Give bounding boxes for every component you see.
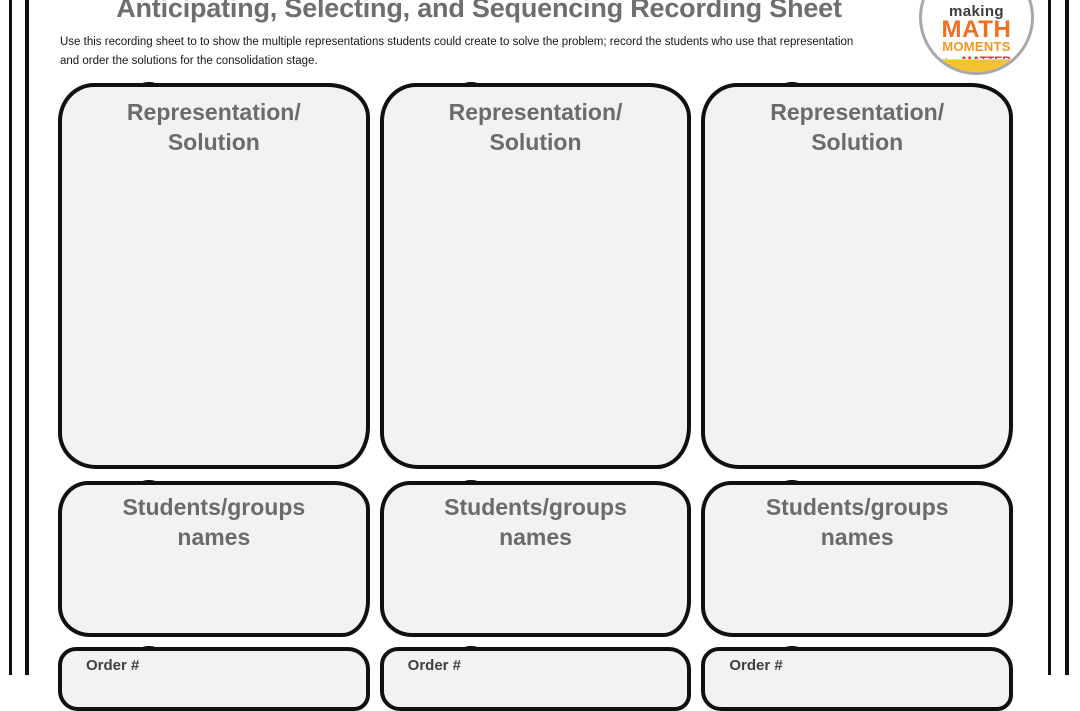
logo-word-making: making [949, 3, 1004, 20]
making-math-moments-logo: making MATH MOMENTS that MATTER makemath… [919, 0, 1034, 75]
students-groups-box: Students/groups names [701, 480, 1014, 637]
sheet-instructions: Use this recording sheet to to show the … [60, 33, 1050, 71]
students-label-line2: names [499, 524, 572, 550]
recording-columns: Representation/ Solution Students/groups… [58, 82, 1014, 711]
order-number-box: Order # [58, 646, 370, 711]
students-groups-label: Students/groups names [62, 492, 366, 552]
representation-solution-label: Representation/ Solution [62, 97, 366, 157]
logo-word-math: MATH [941, 16, 1012, 43]
column-1: Representation/ Solution Students/groups… [58, 82, 370, 711]
order-number-box: Order # [379, 646, 692, 711]
representation-label-line2: Solution [167, 129, 260, 155]
sheet-title: Anticipating, Selecting, and Sequencing … [116, 0, 842, 23]
order-number-label: Order # [86, 657, 140, 674]
students-groups-label: Students/groups names [705, 492, 1009, 552]
order-number-box: Order # [701, 646, 1014, 711]
representation-solution-box: Representation/ Solution [701, 82, 1014, 469]
page-border-outer-right [1065, 0, 1069, 675]
students-label-line2: names [177, 524, 251, 550]
column-2: Representation/ Solution Students/groups… [379, 82, 692, 711]
order-number-label: Order # [729, 657, 783, 674]
column-3: Representation/ Solution Students/groups… [701, 82, 1014, 711]
students-label-line1: Students/groups [444, 494, 627, 520]
logo-word-moments: MOMENTS [942, 39, 1011, 54]
instructions-line-1: Use this recording sheet to to show the … [60, 36, 854, 48]
representation-solution-box: Representation/ Solution [58, 82, 370, 469]
logo-yellow-band [922, 59, 1031, 72]
representation-label-line2: Solution [811, 129, 904, 155]
representation-solution-label: Representation/ Solution [384, 97, 688, 157]
students-groups-box: Students/groups names [379, 480, 692, 637]
students-groups-label: Students/groups names [384, 492, 688, 552]
page-border-inner-right [1048, 0, 1051, 675]
order-number-label: Order # [407, 657, 462, 674]
page-border-inner-left [25, 0, 29, 675]
representation-solution-label: Representation/ Solution [705, 97, 1009, 157]
instructions-line-2: and order the solutions for the consolid… [60, 55, 318, 67]
students-label-line1: Students/groups [122, 494, 306, 520]
representation-label-line2: Solution [489, 129, 582, 155]
representation-solution-box: Representation/ Solution [379, 82, 692, 469]
page-border-outer-left [9, 0, 12, 675]
students-label-line1: Students/groups [765, 494, 949, 520]
recording-sheet: Anticipating, Selecting, and Sequencing … [28, 0, 1050, 711]
students-label-line2: names [820, 524, 894, 550]
representation-label-line1: Representation/ [126, 99, 301, 125]
representation-label-line1: Representation/ [448, 99, 623, 125]
students-groups-box: Students/groups names [58, 480, 370, 637]
representation-label-line1: Representation/ [770, 99, 945, 125]
